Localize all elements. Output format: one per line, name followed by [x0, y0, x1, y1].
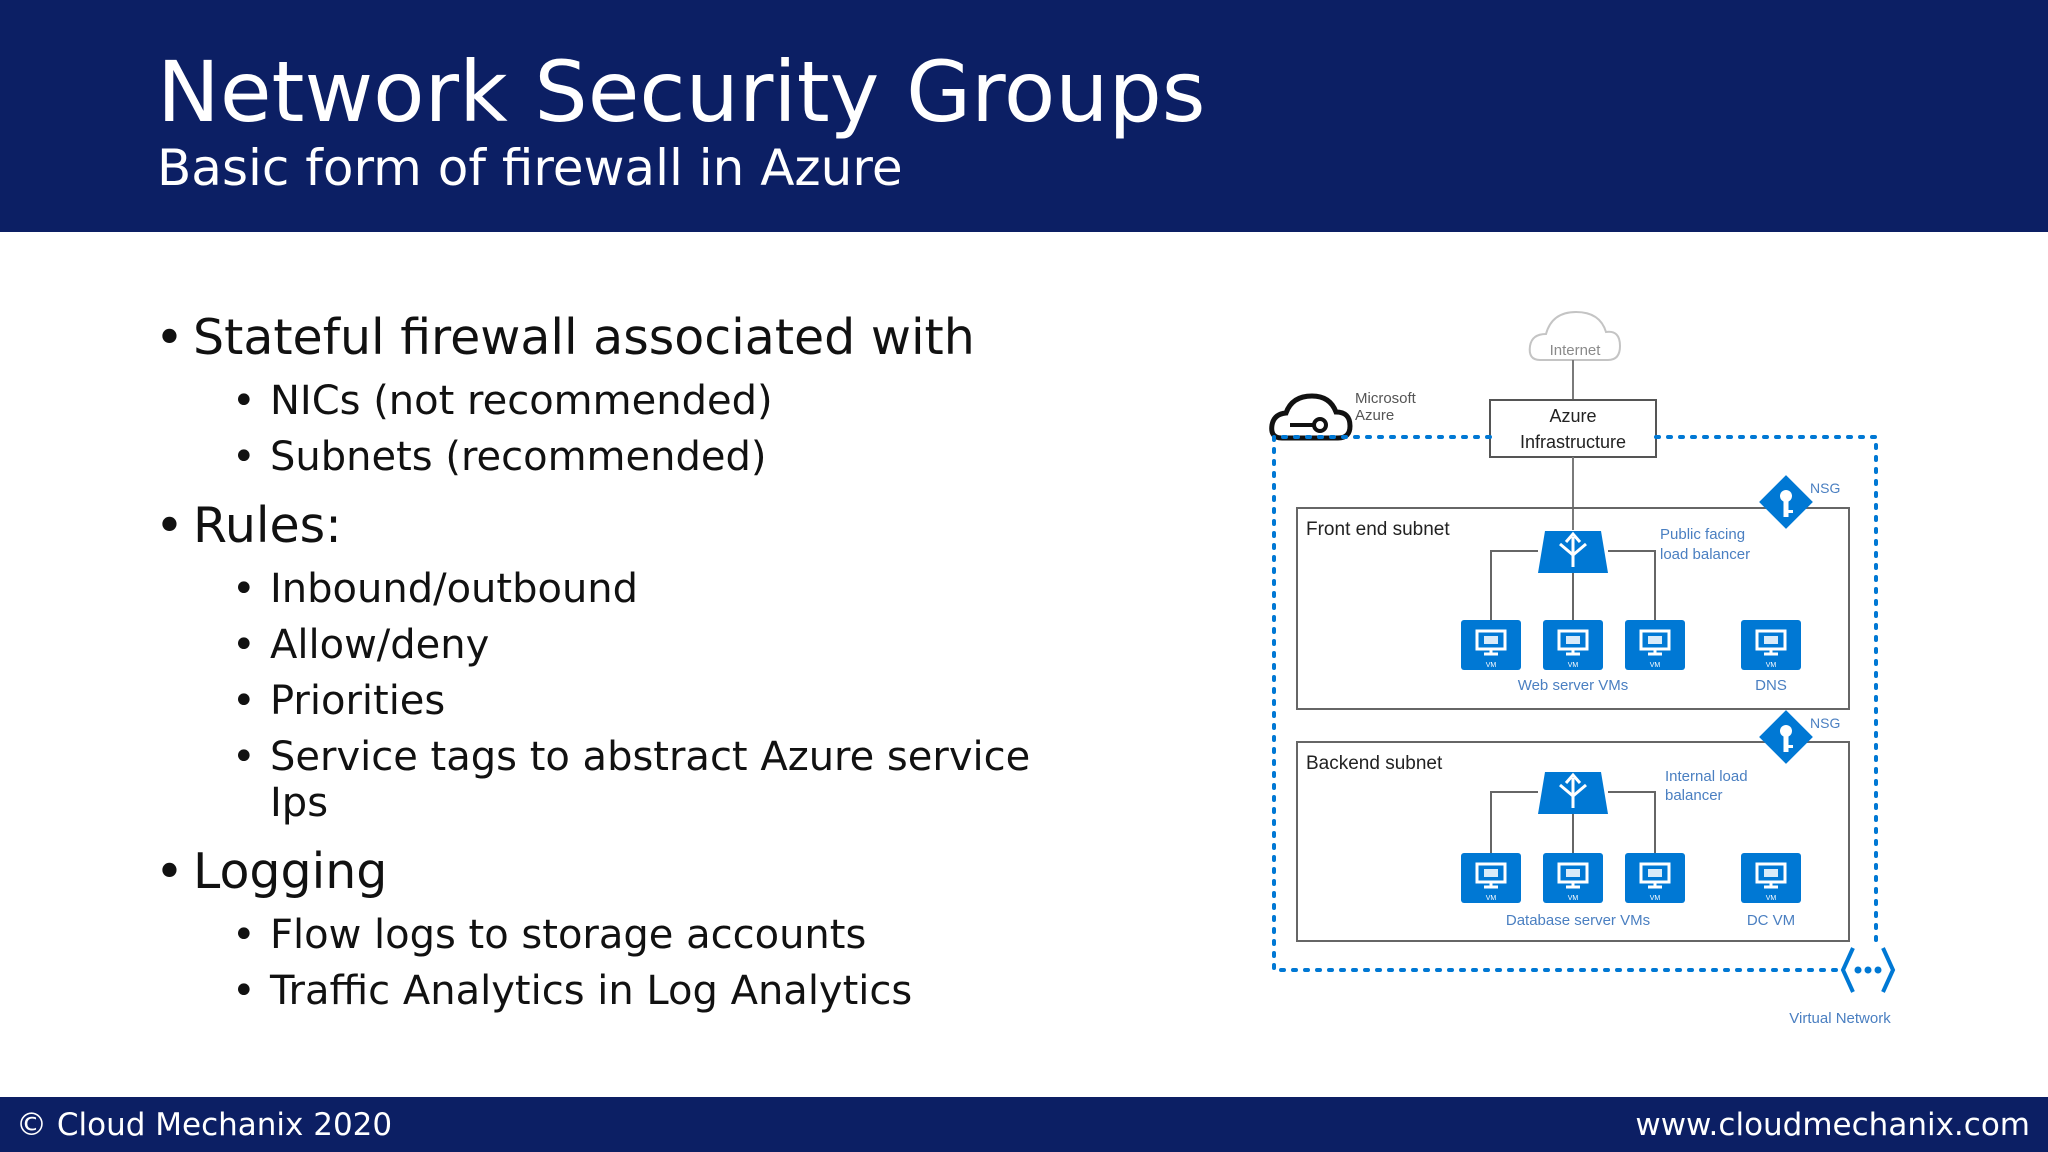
web-vm-2-tag: VM: [1568, 662, 1579, 669]
sub-bullet-service-tags: •Service tags to abstract Azure service …: [232, 734, 1031, 826]
bullet-rules: •Rules:: [155, 497, 342, 554]
dns-label: DNS: [1755, 677, 1787, 694]
internet-label: Internet: [1550, 342, 1602, 359]
db-vm-2-tag: VM: [1568, 895, 1579, 902]
front-lb-connectors: [1490, 550, 1656, 621]
backend-subnet-label: Backend subnet: [1306, 753, 1443, 774]
sub-bullet-subnets: •Subnets (recommended): [232, 434, 767, 480]
virtual-network-boundary: [1272, 435, 1878, 972]
web-vm-3-tag: VM: [1650, 662, 1661, 669]
slide-subtitle: Basic form of firewall in Azure: [157, 139, 903, 197]
copyright-text: © Cloud Mechanix 2020: [16, 1107, 393, 1143]
dns-vm-tag: VM: [1766, 662, 1777, 669]
sub-bullet-flow-logs: •Flow logs to storage accounts: [232, 912, 867, 958]
azure-infra-label-1: Azure: [1549, 406, 1596, 426]
front-end-subnet-label: Front end subnet: [1306, 519, 1450, 540]
footer-bar: © Cloud Mechanix 2020 www.cloudmechanix.…: [0, 1097, 2048, 1152]
microsoft-label: Microsoft: [1355, 390, 1417, 407]
public-lb-label-2: load balancer: [1660, 546, 1750, 563]
db-vm-1-tag: VM: [1486, 895, 1497, 902]
web-vm-1-tag: VM: [1486, 662, 1497, 669]
internal-lb-label-1: Internal load: [1665, 768, 1748, 785]
internal-lb-label-2: balancer: [1665, 787, 1723, 804]
website-link[interactable]: www.cloudmechanix.com: [1635, 1107, 2030, 1143]
sub-bullet-nics: •NICs (not recommended): [232, 378, 773, 424]
backend-lb-connectors: [1490, 791, 1656, 855]
web-server-vms-label: Web server VMs: [1518, 677, 1629, 694]
azure-nsg-diagram: Internet Microsoft Azure Azure Infrastru…: [1269, 310, 1896, 1027]
azure-infra-label-2: Infrastructure: [1520, 432, 1626, 452]
sub-bullet-priorities: •Priorities: [232, 678, 446, 724]
nsg-backend-label: NSG: [1810, 715, 1840, 731]
dc-vm-label: DC VM: [1747, 912, 1795, 929]
azure-label: Azure: [1355, 407, 1394, 424]
public-lb-label-1: Public facing: [1660, 526, 1745, 543]
sub-bullet-inbound: •Inbound/outbound: [232, 566, 639, 612]
bullet-stateful: •Stateful firewall associated with: [155, 309, 975, 366]
front-end-subnet-box: [1296, 507, 1850, 710]
bullet-logging: •Logging: [155, 843, 388, 900]
db-vm-3-tag: VM: [1650, 895, 1661, 902]
sub-bullet-allow: •Allow/deny: [232, 622, 490, 668]
dc-vm-tag: VM: [1766, 895, 1777, 902]
nsg-front-icon: [1759, 475, 1813, 529]
database-vms-label: Database server VMs: [1506, 912, 1650, 929]
bullet-list: •Stateful firewall associated with •NICs…: [155, 300, 1035, 1014]
azure-infrastructure-box: [1489, 399, 1657, 458]
nsg-backend-icon: [1759, 710, 1813, 764]
microsoft-azure-cloud-icon: [1269, 393, 1353, 441]
title-bar: Network Security Groups Basic form of fi…: [0, 0, 2048, 232]
internet-cloud-icon: [1528, 310, 1622, 361]
internal-load-balancer-icon: [1536, 770, 1610, 816]
nsg-front-label: NSG: [1810, 480, 1840, 496]
sub-bullet-traffic-analytics: •Traffic Analytics in Log Analytics: [232, 968, 913, 1014]
public-load-balancer-icon: [1536, 529, 1610, 575]
virtual-network-icon: [1840, 947, 1896, 993]
backend-subnet-box: [1296, 741, 1850, 942]
virtual-network-label: Virtual Network: [1789, 1010, 1891, 1027]
slide-title: Network Security Groups: [157, 43, 1206, 141]
